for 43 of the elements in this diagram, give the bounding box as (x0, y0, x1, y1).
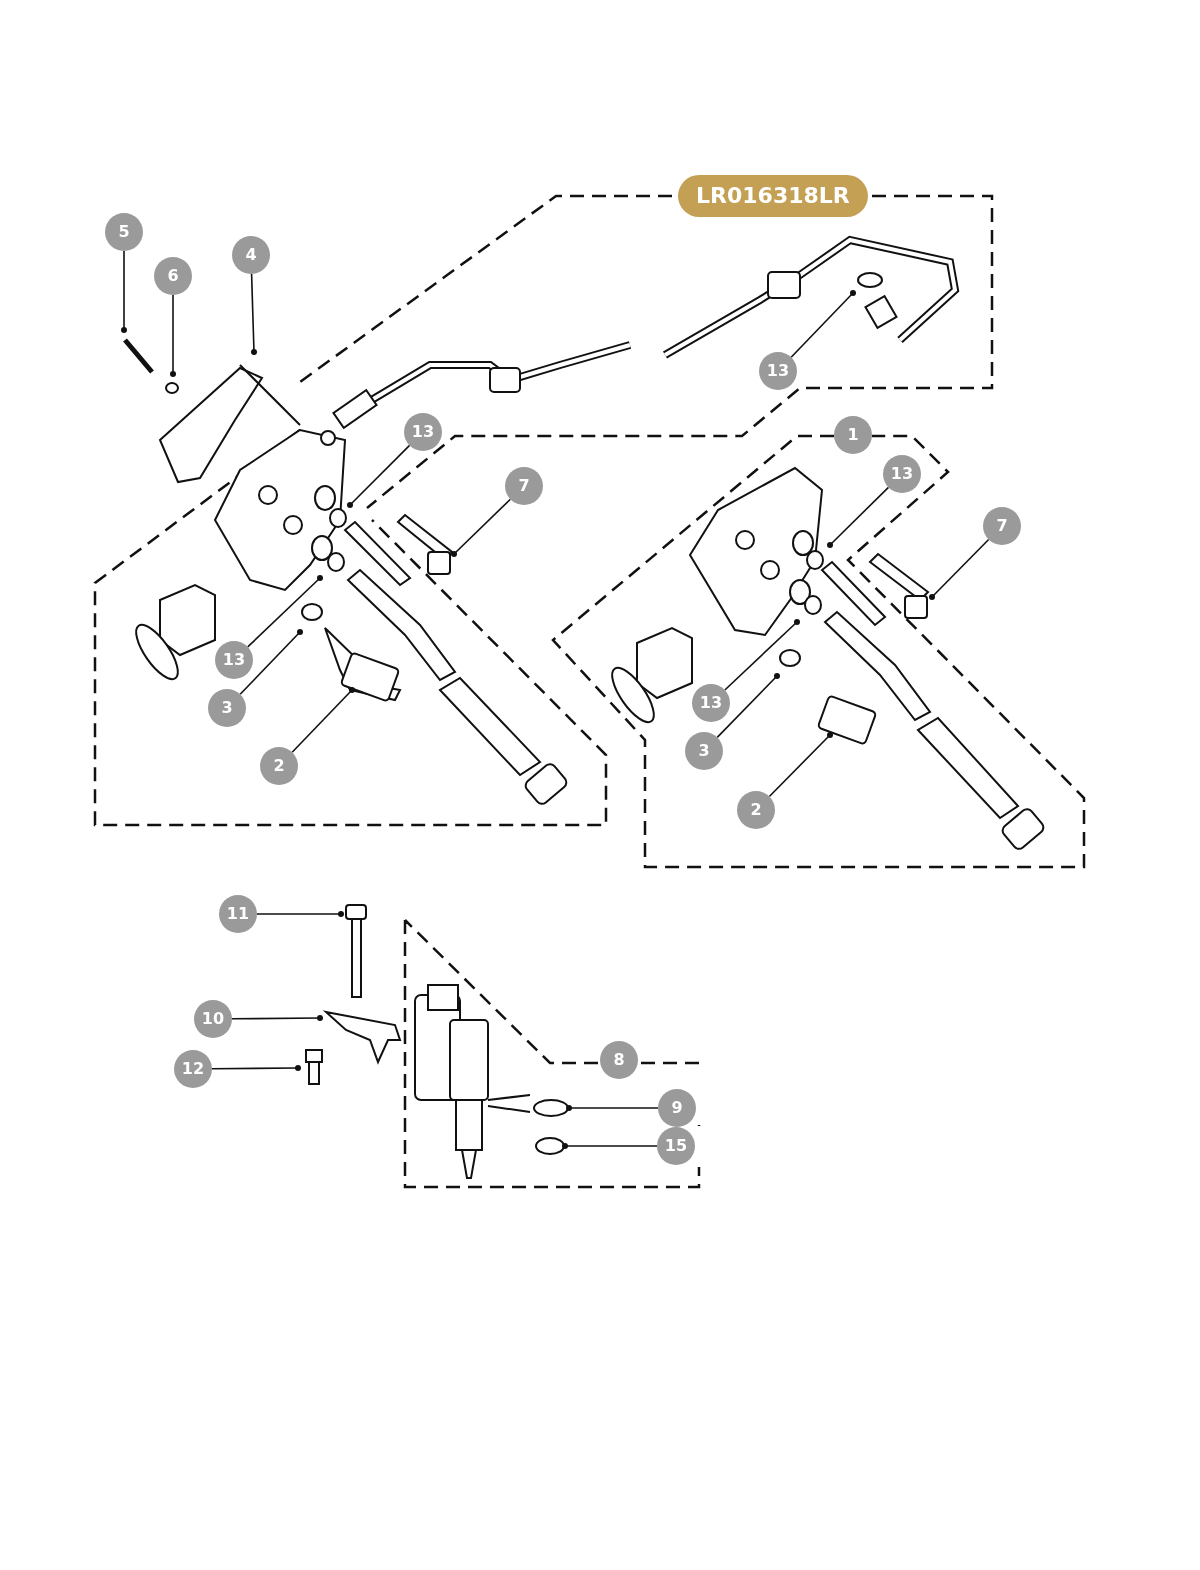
callout-number: 11 (219, 895, 257, 933)
leader-line (566, 1105, 659, 1111)
callout-number: 3 (685, 732, 723, 770)
callout-number: 6 (154, 257, 192, 295)
leader-line (231, 1015, 323, 1021)
callout-number: 13 (692, 684, 730, 722)
leader-line (768, 732, 833, 798)
leader-line (291, 687, 355, 754)
leader-line (246, 575, 323, 648)
ring (533, 1099, 569, 1117)
callout-number: 13 (759, 352, 797, 390)
callout-number: 7 (983, 507, 1021, 545)
callout-number: 3 (208, 689, 246, 727)
leader-line (170, 294, 176, 377)
callout-number: 13 (215, 641, 253, 679)
leader-line (347, 444, 411, 508)
callout-number: 10 (194, 1000, 232, 1038)
leader-line (790, 290, 856, 359)
callout-number: 13 (404, 413, 442, 451)
callout-number: 8 (600, 1041, 638, 1079)
leader-line (562, 1143, 658, 1149)
callout-number: 15 (657, 1127, 695, 1165)
leader-line (827, 486, 890, 548)
callout-number: 5 (105, 213, 143, 251)
callout-number: 4 (232, 236, 270, 274)
leader-line (211, 1065, 301, 1071)
callout-number: 1 (834, 416, 872, 454)
leader-line (724, 619, 800, 691)
part-number-label: LR016318LR (678, 175, 868, 217)
leader-line (716, 673, 780, 739)
leader-line (451, 498, 512, 557)
leader-line (121, 250, 127, 333)
callout-number: 7 (505, 467, 543, 505)
leader-line (239, 629, 303, 696)
callout-number: 9 (658, 1089, 696, 1127)
callout-number: 13 (883, 455, 921, 493)
callout-number: 2 (260, 747, 298, 785)
leader-line (929, 538, 990, 600)
callout-number: 2 (737, 791, 775, 829)
leader-line (250, 273, 257, 355)
callout-number: 12 (174, 1050, 212, 1088)
leader-line (256, 911, 344, 917)
ring (535, 1137, 565, 1155)
